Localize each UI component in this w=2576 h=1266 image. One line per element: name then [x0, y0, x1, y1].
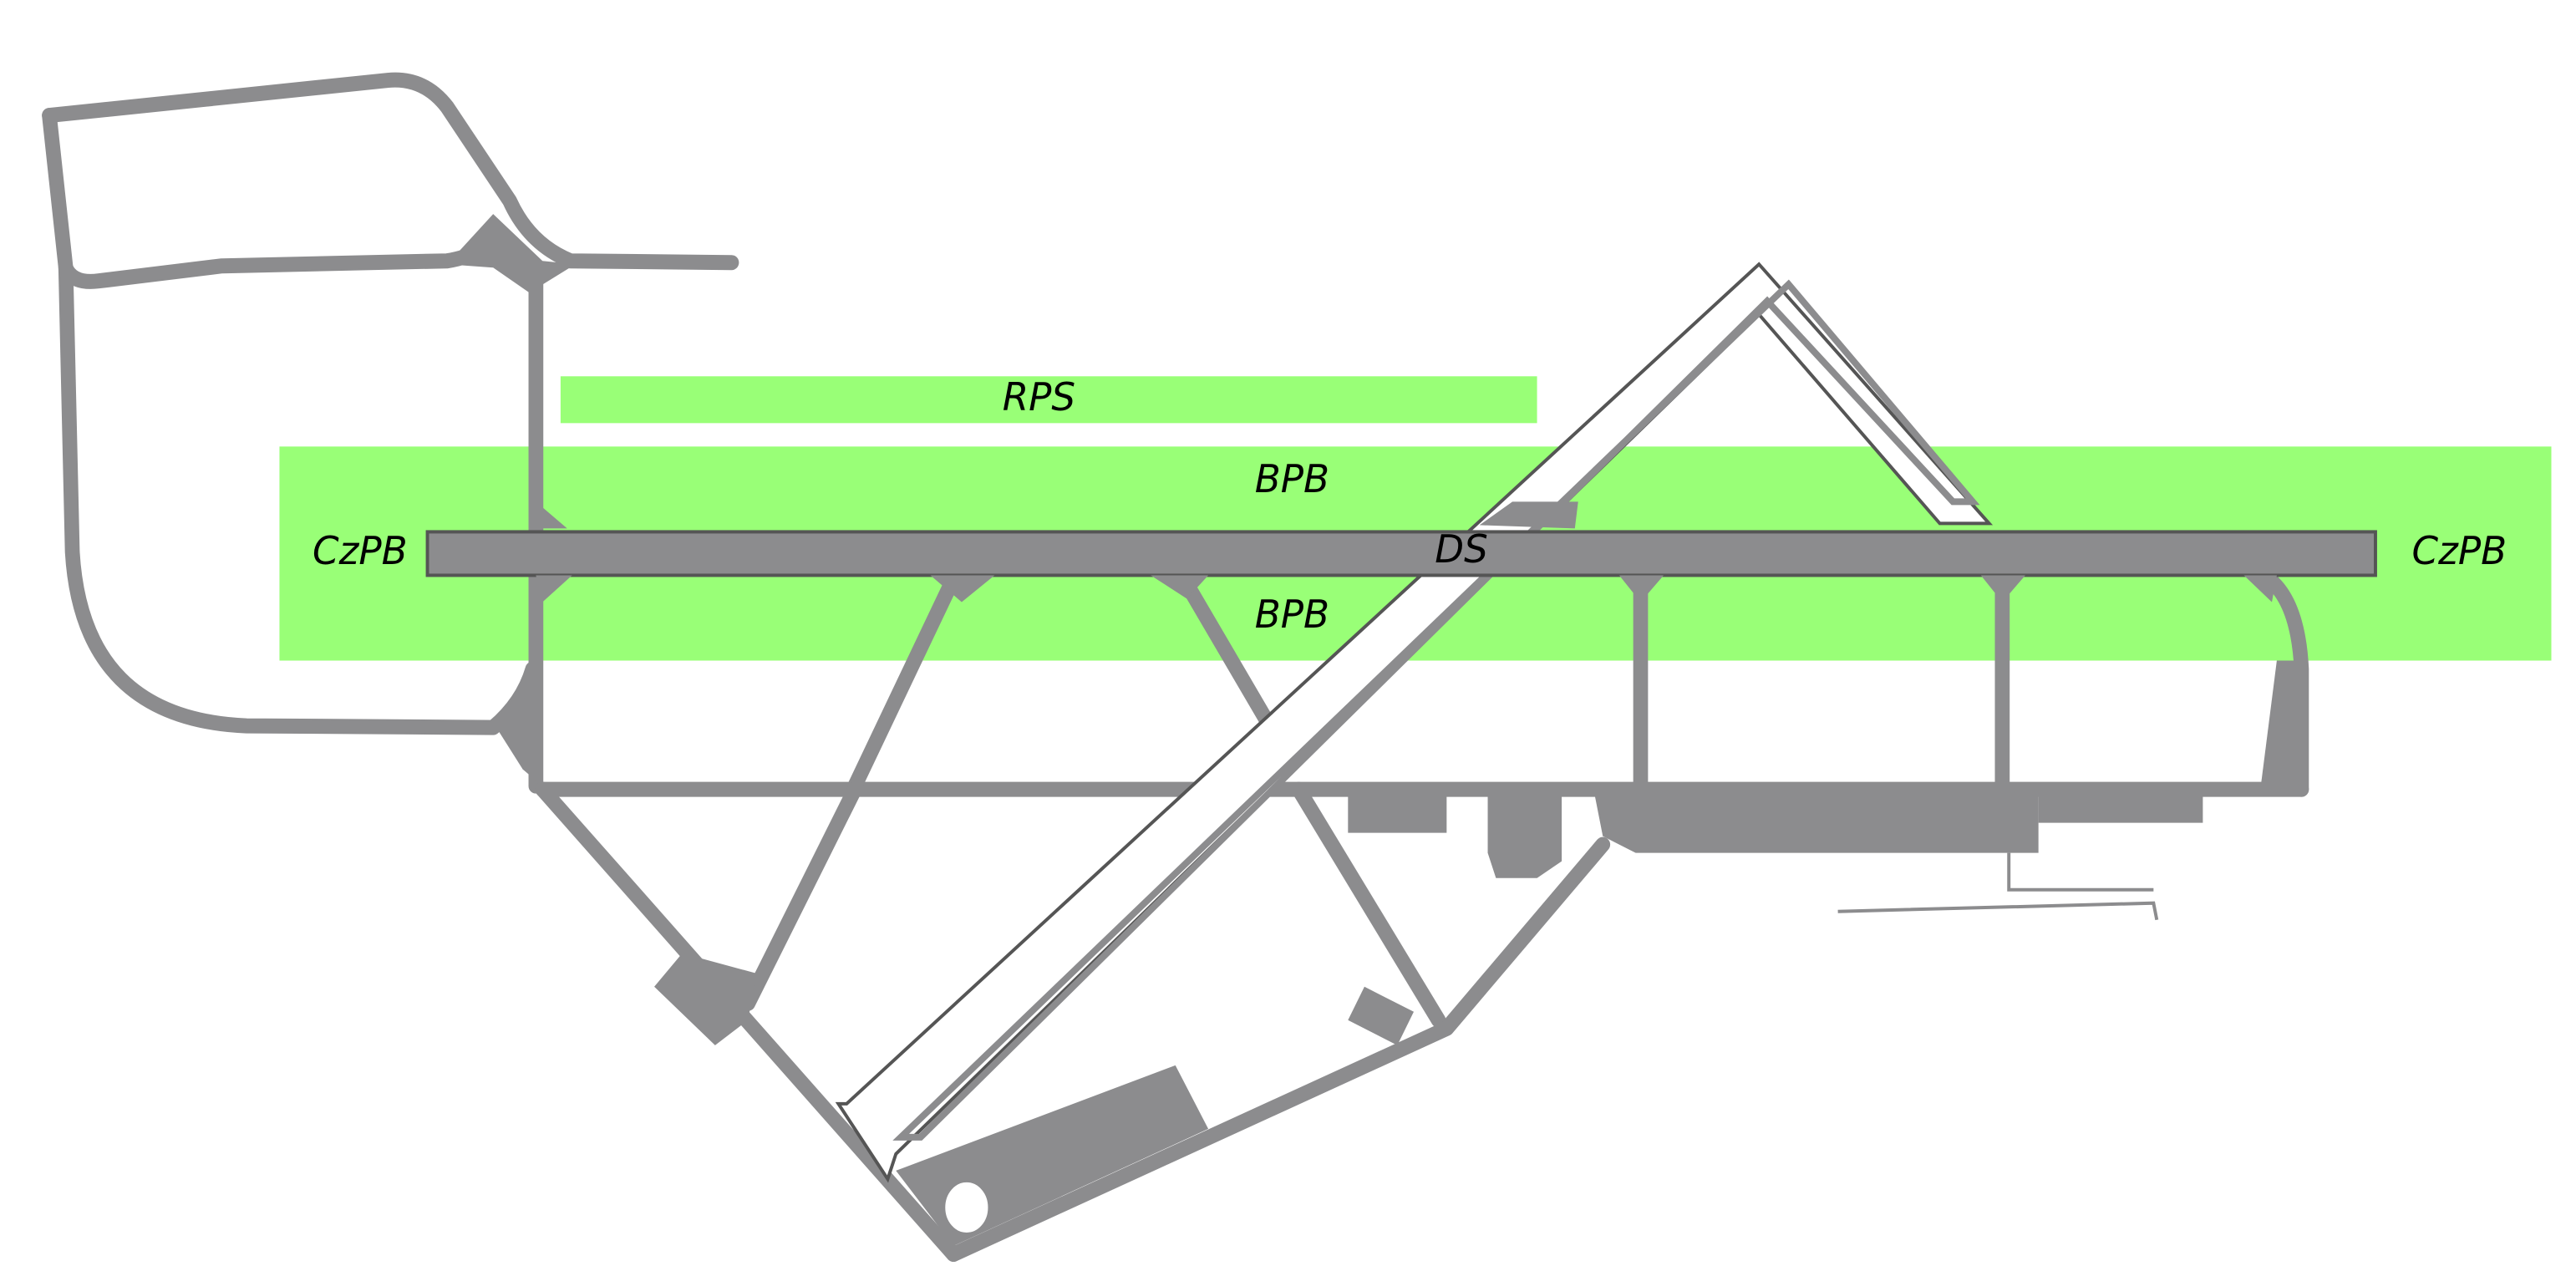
czpb-west-label: CzPB [312, 529, 408, 573]
apron-areas [447, 214, 2302, 1246]
bpb-south-label: BPB [1255, 592, 1329, 637]
diagonal-runway [835, 262, 1994, 1183]
main-runway [425, 530, 2377, 577]
runway-label: DS [1435, 527, 1488, 572]
apron-details [942, 852, 2159, 1236]
czpb-east-label: CzPB [2411, 529, 2507, 573]
bpb-north-label: BPB [1255, 457, 1329, 501]
taxiway-network [42, 72, 2309, 1262]
rps-label: RPS [1003, 375, 1075, 419]
rps-zone [560, 376, 1537, 424]
